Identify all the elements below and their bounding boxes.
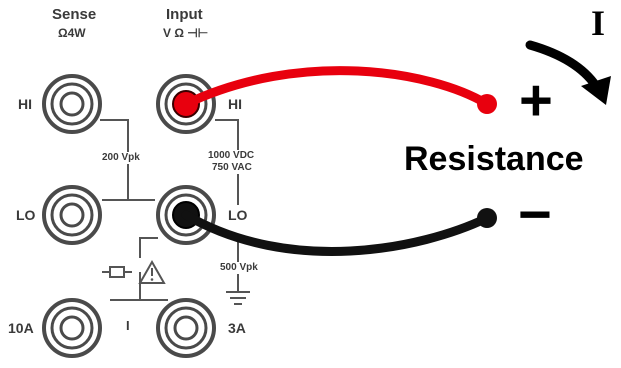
minus-sign: −	[518, 182, 552, 247]
sense-hi-label: HI	[18, 96, 32, 112]
ground-icon	[226, 291, 250, 305]
jack-sense-hi	[42, 74, 102, 134]
rating-1000vdc: 1000 VDC	[206, 150, 257, 162]
jack-sense-lo	[42, 185, 102, 245]
current-label: I	[591, 3, 606, 43]
3a-label: 3A	[228, 320, 246, 336]
jack-3a	[156, 298, 216, 358]
input-lo-label: LO	[228, 207, 248, 223]
resistance-label: Resistance	[404, 140, 584, 178]
rating-500vpk: 500 Vpk	[218, 262, 260, 274]
current-tag: I	[126, 318, 130, 333]
warning-icon	[138, 259, 166, 284]
fuse-icon	[102, 266, 132, 278]
red-lead-tip	[477, 94, 497, 114]
jack-10a	[42, 298, 102, 358]
red-test-lead	[181, 66, 492, 109]
sense-title: Sense	[52, 6, 97, 23]
black-lead-tip	[477, 208, 497, 228]
10a-label: 10A	[8, 320, 34, 336]
input-subtitle: V Ω ⊣⊢	[163, 26, 209, 40]
input-hi-label: HI	[228, 96, 242, 112]
current-arrow-icon	[525, 40, 611, 105]
plus-sign: +	[519, 68, 553, 133]
black-test-lead	[181, 210, 492, 256]
sense-lo-label: LO	[16, 207, 36, 223]
rating-200vpk: 200 Vpk	[100, 152, 142, 164]
input-title: Input	[166, 6, 203, 23]
rating-750vac: 750 VAC	[210, 162, 254, 174]
sense-subtitle: Ω4W	[58, 26, 86, 40]
